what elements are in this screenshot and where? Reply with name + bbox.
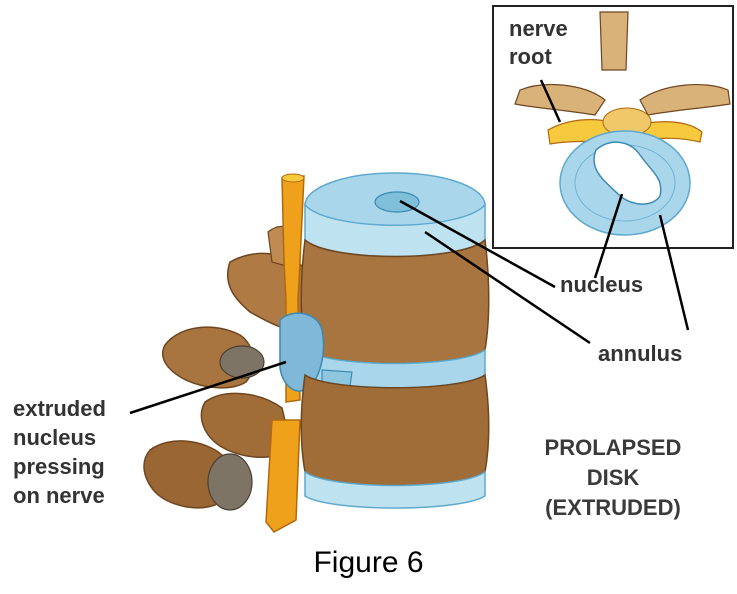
extruded-label-line1: extruded <box>13 394 106 423</box>
annulus-label: annulus <box>598 341 682 367</box>
title-line2: DISK <box>528 463 698 493</box>
nerve-root-label-line1: nerve <box>509 16 568 42</box>
extruded-nucleus-label: extruded nucleus pressing on nerve <box>13 394 106 510</box>
title-line3: (EXTRUDED) <box>528 493 698 523</box>
diagram-title: PROLAPSED DISK (EXTRUDED) <box>528 433 698 523</box>
vertebral-bodies <box>280 173 489 508</box>
nerve-root-label-line2: root <box>509 44 568 70</box>
extruded-label-line4: on nerve <box>13 481 106 510</box>
extruded-label-line3: pressing <box>13 452 106 481</box>
nerve-root-label: nerve root <box>509 16 568 70</box>
spine-illustration <box>144 173 489 532</box>
title-line1: PROLAPSED <box>528 433 698 463</box>
figure-caption: Figure 6 <box>0 546 737 580</box>
extruded-label-line2: nucleus <box>13 423 106 452</box>
nucleus-label: nucleus <box>560 272 643 298</box>
